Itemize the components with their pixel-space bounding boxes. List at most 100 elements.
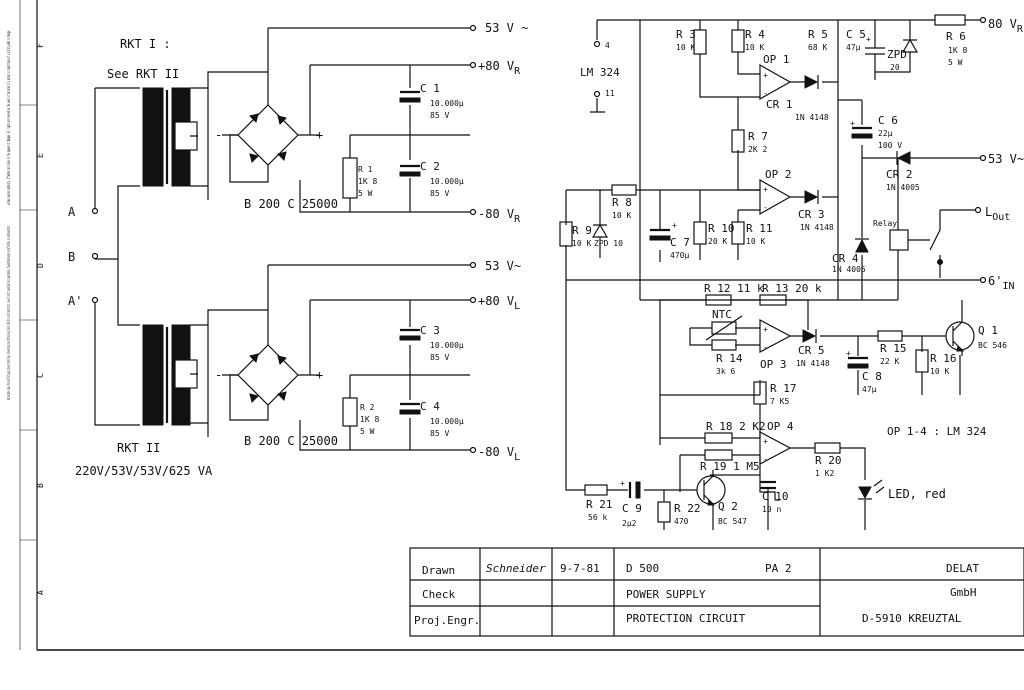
margin-strip: F E D C B A without express authority. O… [6, 0, 1024, 651]
title-block [409, 547, 1024, 637]
r11-value: 10 K [746, 237, 765, 246]
svg-text:+: + [846, 349, 851, 358]
terminal-53v-mid [469, 261, 477, 269]
r7-value: 2K 2 [748, 145, 767, 154]
cr2-ref: CR 2 [886, 168, 913, 181]
resistor-r10 [693, 221, 707, 245]
cr1-part: 1N 4148 [795, 113, 829, 122]
r13-label: R 13 20 k [762, 282, 822, 295]
tb-proj-label: Proj.Engr. [414, 614, 480, 627]
out-80v: 80 VR [988, 17, 1024, 35]
c4-voltage: 85 V [430, 429, 449, 438]
r16-value: 10 K [930, 367, 949, 376]
opamp-op2: + - [759, 178, 792, 216]
zone-label-d: D [36, 263, 45, 268]
rkt1-label: RKT I : [120, 37, 171, 51]
zone-label-c: C [36, 373, 45, 378]
capacitor-c8 [847, 356, 869, 369]
diode-cr4 [855, 238, 869, 253]
terminal-l-out [974, 206, 982, 214]
c4-value: 10.000µ [430, 417, 464, 426]
capacitor-c6 [851, 126, 873, 139]
terminal-6-in [979, 276, 987, 284]
zone-label-e: E [36, 153, 45, 158]
r21-value: 56 k [588, 513, 607, 522]
terminal-a [91, 207, 99, 215]
r5-value: 68 K [808, 43, 827, 52]
r20-ref: R 20 [815, 454, 842, 467]
tb-check-label: Check [422, 588, 455, 601]
capacitor-c1 [399, 90, 421, 103]
r18-label: R 18 2 K2 [706, 420, 766, 433]
svg-text:+: + [672, 221, 677, 230]
terminal-neg-80v-l [469, 446, 477, 454]
out-neg-80v-r: -80 VR [478, 207, 521, 225]
terminal-b [91, 252, 99, 260]
svg-text:+: + [763, 71, 768, 80]
tb-drawn-name: Schneider [486, 562, 546, 575]
tb-drawn-label: Drawn [422, 564, 455, 577]
resistor-r18 [704, 432, 733, 444]
c10-ref: C 10 [762, 490, 789, 503]
diode-cr3 [804, 190, 819, 204]
c8-ref: C 8 [862, 370, 882, 383]
terminal-80v-r [469, 61, 477, 69]
op4-label: OP 4 [767, 420, 794, 433]
resistor-r20 [814, 442, 841, 454]
r1-power: 5 W [358, 189, 373, 198]
diode-cr5 [802, 329, 817, 343]
r16-ref: R 16 [930, 352, 957, 365]
capacitor-c9 [628, 481, 641, 499]
r2-power: 5 W [360, 427, 375, 436]
c1-voltage: 85 V [430, 111, 449, 120]
input-a-label: A [68, 205, 76, 219]
bridge-2-label: B 200 C 25000 [244, 434, 338, 448]
op2-label: OP 2 [765, 168, 792, 181]
r12-label: R 12 11 k [704, 282, 764, 295]
terminal-a2 [91, 296, 99, 304]
q1-ref: Q 1 [978, 324, 998, 337]
r7-ref: R 7 [748, 130, 768, 143]
svg-text:+: + [763, 185, 768, 194]
cr4-ref: CR 4 [832, 252, 859, 265]
resistor-r7 [731, 129, 745, 153]
c10-value: 10 n [762, 505, 781, 514]
r1-ref: R 1 [358, 165, 373, 174]
r6-value: 1K 8 [948, 46, 967, 55]
terminal-80v-out [979, 16, 987, 24]
out-53v-mid: 53 V~ [485, 259, 521, 273]
r2-value: 1K 8 [360, 415, 379, 424]
capacitor-c10 [760, 480, 776, 490]
out-53v-top: 53 V ~ [485, 21, 528, 35]
r19-label: R 19 1 M5 [700, 460, 760, 473]
lm324-pin11: 11 [605, 89, 615, 98]
resistor-r9 [559, 221, 573, 247]
resistor-r21 [584, 484, 608, 496]
cr1-ref: CR 1 [766, 98, 793, 111]
r1-value: 1K 8 [358, 177, 377, 186]
lm324-pin4: 4 [605, 41, 610, 50]
c2-ref: C 2 [420, 160, 440, 173]
resistor-r12 [705, 294, 732, 306]
zener-zpd10 [591, 223, 609, 245]
r4-value: 10 K [745, 43, 764, 52]
zpd20-value: 20 [890, 63, 900, 72]
c8-value: 47µ [862, 385, 877, 394]
tb-title-line1: POWER SUPPLY [626, 588, 706, 601]
r9-value: 10 K [572, 239, 591, 248]
led-red [858, 479, 885, 500]
relay-label: Relay [873, 219, 897, 228]
svg-text:+: + [316, 368, 323, 382]
in-6: 6'IN [988, 274, 1015, 292]
r5-ref: R 5 [808, 28, 828, 41]
c3-voltage: 85 V [430, 353, 449, 362]
out-neg-80v-l: -80 VL [478, 445, 520, 463]
svg-text:-: - [763, 203, 768, 212]
r8-value: 10 K [612, 211, 631, 220]
svg-text:-: - [763, 455, 768, 464]
op3-label: OP 3 [760, 358, 787, 371]
ntc-thermistor [711, 321, 737, 335]
tb-doc-number: D 500 [626, 562, 659, 575]
bridge-rectifier-2: - + [215, 264, 470, 421]
